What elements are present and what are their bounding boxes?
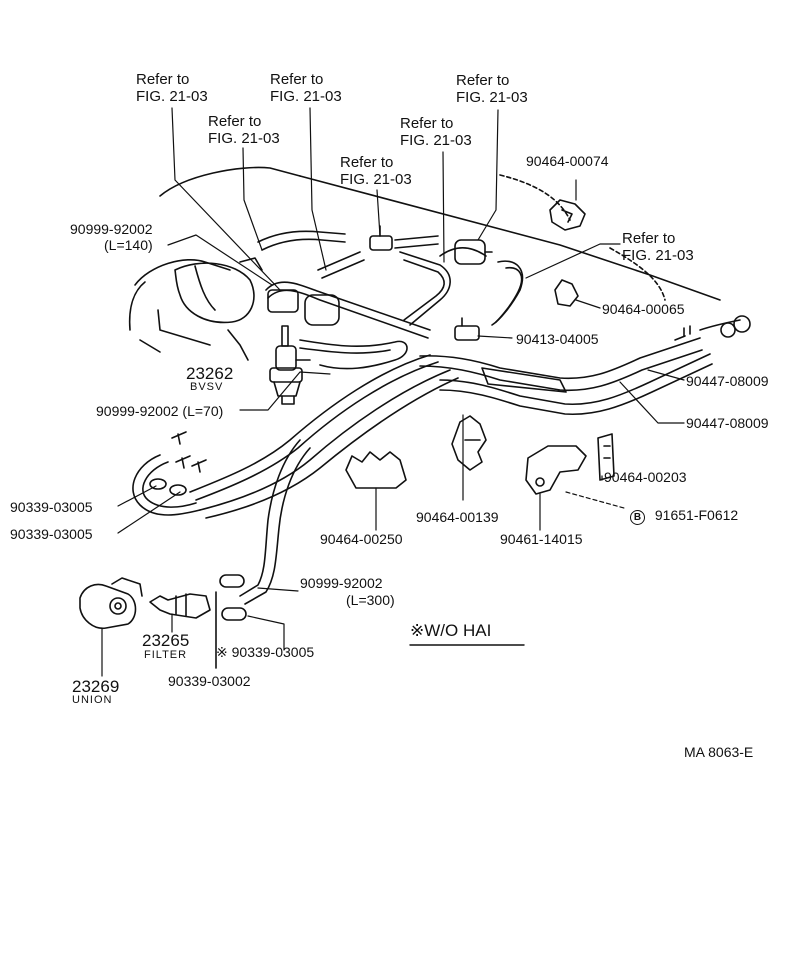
union-filter xyxy=(79,577,211,630)
part-90461-14015: 90461-14015 xyxy=(500,531,583,547)
hose-length-300: (L=300) xyxy=(346,592,395,608)
part-23269: 23269 xyxy=(72,677,120,696)
refer-label-5: Refer to FIG. 21-03 xyxy=(400,115,472,149)
engine-outline xyxy=(128,166,721,361)
part-90464-00074: 90464-00074 xyxy=(526,153,609,169)
part-90339-03005-b: 90339-03005 xyxy=(10,526,93,542)
down-hose xyxy=(215,439,311,669)
part-90447-08009-a: 90447-08009 xyxy=(686,373,769,389)
part-90413-04005: 90413-04005 xyxy=(516,331,599,347)
refer-label-3: Refer to FIG. 21-03 xyxy=(456,72,528,106)
part-90447-08009-b: 90447-08009 xyxy=(686,415,769,431)
clamps xyxy=(345,199,615,495)
part-union-label: UNION xyxy=(72,694,113,706)
leader-lines xyxy=(101,107,685,677)
part-90464-00203: 90464-00203 xyxy=(604,469,687,485)
part-90339-03002: 90339-03002 xyxy=(168,673,251,689)
figure-code: MA 8063-E xyxy=(684,744,754,760)
bvsv-part xyxy=(269,325,311,405)
hose-90999-92002-l140: 90999-92002 xyxy=(70,221,153,237)
part-91651-f0612: 91651-F0612 xyxy=(654,507,739,523)
part-90464-00065: 90464-00065 xyxy=(602,301,685,317)
valves xyxy=(267,225,493,341)
hose-90999-92002-l70: 90999-92002 (L=70) xyxy=(96,403,224,419)
refer-label-7: Refer to FIG. 21-03 xyxy=(622,230,694,264)
hose-90999-92002-l300: 90999-92002 xyxy=(300,575,383,591)
part-bvsv-label: BVSV xyxy=(190,381,224,393)
upper-hoses xyxy=(257,230,524,370)
refer-label-1: Refer to FIG. 21-03 xyxy=(136,71,208,105)
note-wo-hai: ※W/O HAI xyxy=(410,621,492,640)
part-23262: 23262 xyxy=(186,364,234,383)
part-90464-00250: 90464-00250 xyxy=(320,531,403,547)
refer-label-4: Refer to FIG. 21-03 xyxy=(208,113,280,147)
left-loop-hoses xyxy=(132,354,459,519)
part-90339-03005-hai: ※ 90339-03005 xyxy=(216,644,315,660)
part-filter-label: FILTER xyxy=(144,649,188,661)
refer-label-2: Refer to FIG. 21-03 xyxy=(270,71,342,105)
part-90339-03005-a: 90339-03005 xyxy=(10,499,93,515)
main-pipes xyxy=(419,315,751,416)
part-23265: 23265 xyxy=(142,631,190,650)
refer-label-6: Refer to FIG. 21-03 xyxy=(340,154,412,188)
hose-length-140: (L=140) xyxy=(104,237,153,253)
part-91651-f0612-row: B 91651-F0612 xyxy=(630,508,738,525)
part-90464-00139: 90464-00139 xyxy=(416,509,499,525)
marker-b: B xyxy=(630,510,645,525)
